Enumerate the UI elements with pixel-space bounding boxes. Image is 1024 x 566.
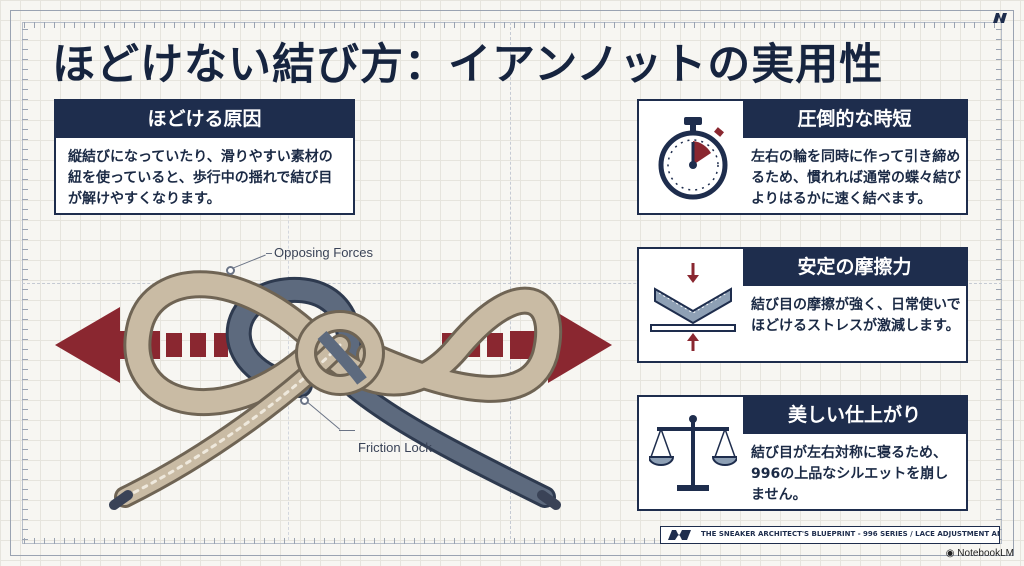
balance-scale-icon [649, 415, 737, 491]
cause-box: ほどける原因 縦結びになっていたり、滑りやすい素材の紐を使っていると、歩行中の揺… [54, 99, 355, 215]
ian-knot-illustration [55, 270, 612, 510]
right-aglet [537, 490, 561, 510]
brand-name: NotebookLM [957, 548, 1014, 559]
guide-line-vertical [510, 22, 511, 544]
opposing-forces-leader-end [266, 253, 272, 254]
brand-label: ◉ NotebookLM [945, 548, 1014, 559]
nb-footer-logo-icon [668, 530, 691, 540]
footer-text: THE SNEAKER ARCHITECT'S BLUEPRINT - 996 … [701, 530, 1000, 538]
cause-text: 縦結びになっていたり、滑りやすい素材の紐を使っていると、歩行中の揺れで結び目が解… [68, 149, 333, 207]
ruler-left [22, 24, 28, 540]
friction-lock-dot [300, 396, 309, 405]
outer-frame [10, 10, 1014, 556]
ruler-top [24, 22, 1000, 28]
friction-lock-label: Friction Lock [358, 440, 432, 455]
feature-card-friction: 安定の摩擦力 結び目の摩擦が強く、日常使いでほどけるストレスが激減します。 [637, 247, 968, 363]
left-arrow [55, 307, 228, 383]
feature-card-speed: 圧倒的な時短 左右の輪を同時に作って引き締めるため、慣れれば通常の蝶々結びよりは… [637, 99, 968, 215]
knot-center [295, 310, 385, 396]
friction-pressure-icon [650, 263, 736, 351]
feature-appearance-text: 結び目が左右対称に寝るため、996の上品なシルエットを崩しません。 [751, 445, 949, 503]
opposing-forces-dot [226, 266, 235, 275]
feature-speed-heading: 圧倒的な時短 [743, 101, 966, 138]
ruler-bottom [24, 538, 1000, 544]
stopwatch-icon [658, 117, 728, 200]
cause-heading: ほどける原因 [56, 101, 353, 138]
nb-logo-icon [993, 13, 1007, 23]
feature-appearance-heading: 美しい仕上がり [743, 397, 966, 434]
guide-line-horizontal [22, 283, 1002, 284]
page-title: ほどけない結び方：イアンノットの実用性 [52, 40, 884, 90]
left-aglet [109, 490, 133, 510]
opposing-forces-label: Opposing Forces [274, 245, 373, 260]
feature-friction-heading: 安定の摩擦力 [743, 249, 966, 286]
feature-card-appearance: 美しい仕上がり 結び目が左右対称に寝るため、996の上品なシルエットを崩しません… [637, 395, 968, 511]
feature-friction-text: 結び目の摩擦が強く、日常使いでほどけるストレスが激減します。 [751, 297, 961, 334]
feature-speed-text: 左右の輪を同時に作って引き締めるため、慣れれば通常の蝶々結びよりはるかに速く結べ… [751, 149, 961, 207]
friction-lock-leader-end [339, 430, 355, 431]
ruler-right [996, 24, 1002, 540]
footer-bar: THE SNEAKER ARCHITECT'S BLUEPRINT - 996 … [660, 526, 1000, 544]
